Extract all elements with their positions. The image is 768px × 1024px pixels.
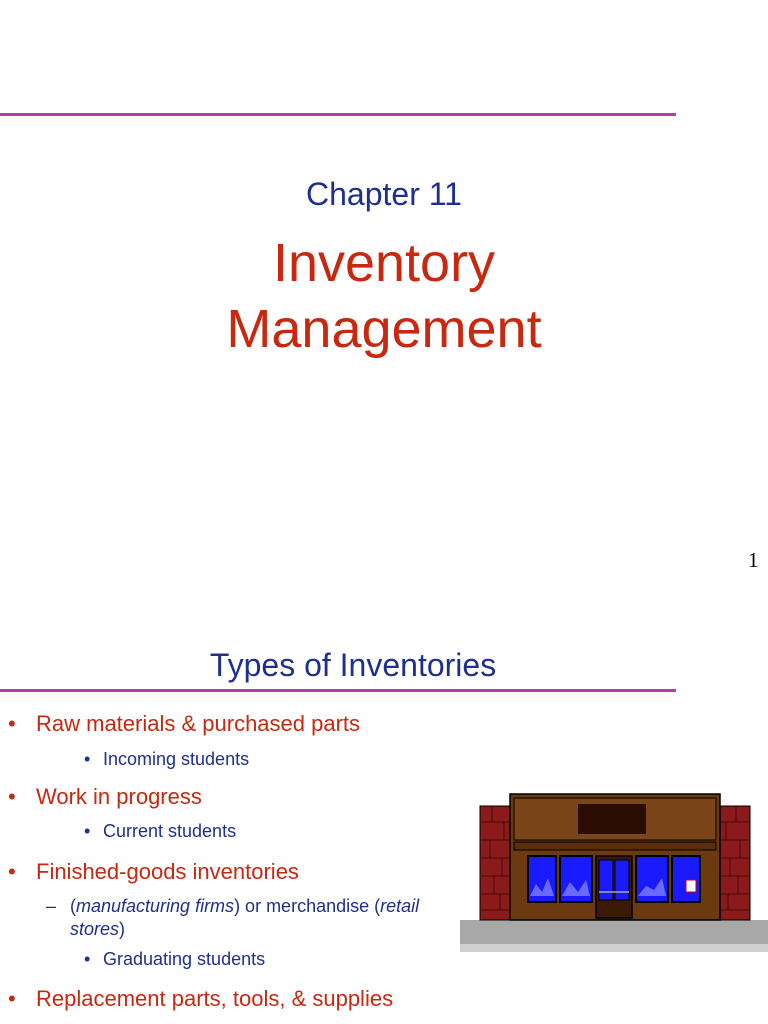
bullet-text: Finished-goods inventories <box>36 859 299 884</box>
bullet-text: Replacement parts, tools, & supplies <box>36 986 394 1011</box>
dash-italic-manufacturing: manufacturing firms <box>76 896 235 916</box>
bullet-replacement-parts: • Replacement parts, tools, & supplies <box>8 986 393 1012</box>
sign-panel <box>578 804 646 834</box>
bullet-raw-materials: • Raw materials & purchased parts <box>8 711 360 737</box>
dash-italic-stores: stores <box>70 919 120 939</box>
bullet-text: Raw materials & purchased parts <box>36 711 361 736</box>
title-line-2: Management <box>226 299 542 359</box>
bullet-work-in-progress: • Work in progress <box>8 784 202 810</box>
curb <box>460 944 768 952</box>
title-line-1: Inventory <box>272 233 496 293</box>
bullet-dot: • <box>8 986 16 1011</box>
bullet-dot: • <box>8 859 16 884</box>
page-number: 1 <box>748 548 759 572</box>
sub-bullet-incoming: • Incoming students <box>84 749 249 770</box>
sub-bullet-text: Incoming students <box>103 749 250 769</box>
dash-item: –(manufacturing firms) or merchandise (r… <box>46 895 446 941</box>
bullet-dot: • <box>84 821 91 841</box>
slide-title: Types of Inventories <box>209 647 497 683</box>
sidewalk <box>460 920 768 944</box>
dash-italic-retail: retail <box>380 896 420 916</box>
dash-close: ) <box>119 919 126 939</box>
display-windows <box>527 855 701 903</box>
bullet-finished-goods: • Finished-goods inventories <box>8 859 299 885</box>
awning-trim <box>513 841 717 851</box>
bullet-dot: • <box>8 711 16 736</box>
sub-bullet-text: Graduating students <box>103 949 266 969</box>
bullet-dot: • <box>8 784 16 809</box>
dash-open: ( <box>70 896 76 916</box>
sub-bullet-text: Current students <box>103 821 237 841</box>
chapter-label: Chapter 11 <box>306 176 462 212</box>
title-rule <box>0 689 676 692</box>
dash-marker: – <box>46 896 57 916</box>
bullet-text: Work in progress <box>36 784 202 809</box>
entrance-doors <box>595 855 633 919</box>
sub-bullet-graduating: • Graduating students <box>84 949 265 970</box>
top-rule <box>0 113 676 116</box>
window-sign <box>685 879 697 893</box>
storefront-illustration <box>460 793 768 952</box>
bullet-dot: • <box>84 749 91 769</box>
bullet-dot: • <box>84 949 91 969</box>
dash-middle: ) or merchandise ( <box>234 896 381 916</box>
sub-bullet-current: • Current students <box>84 821 236 842</box>
